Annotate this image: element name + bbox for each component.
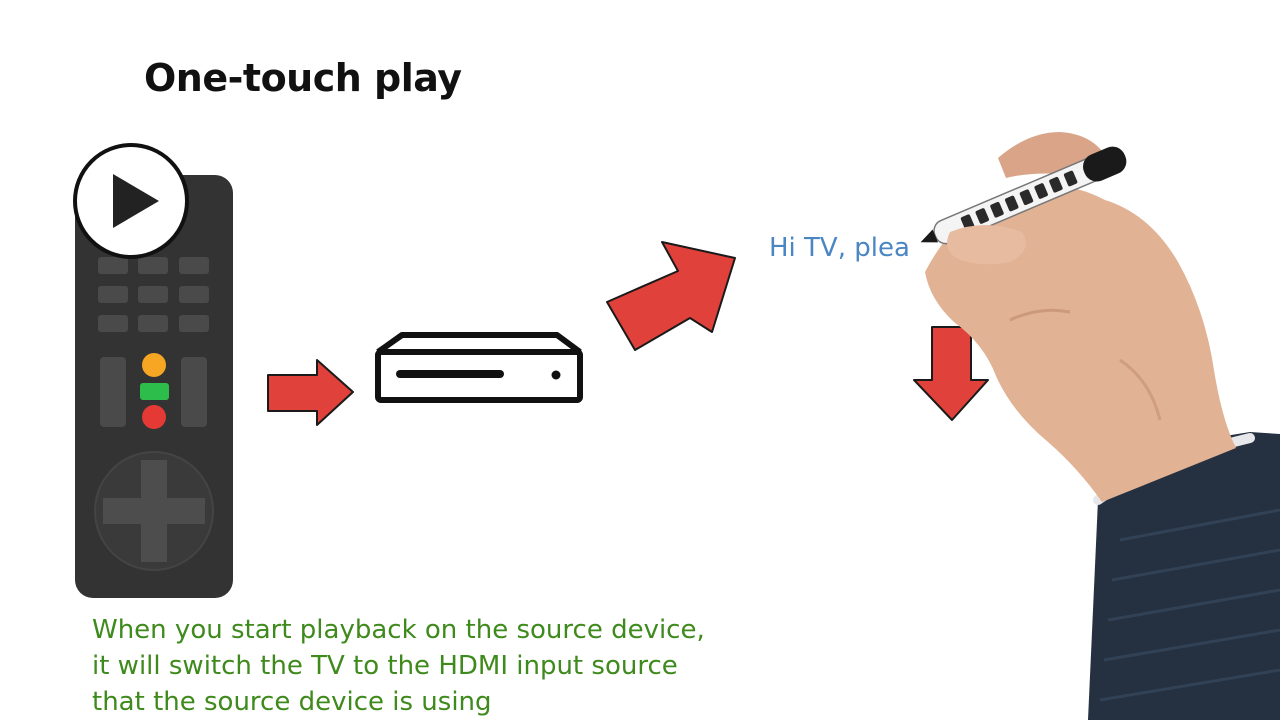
hand-palm <box>925 185 1236 502</box>
set-top-box-icon <box>375 332 583 403</box>
remote-left-rocker <box>100 357 126 427</box>
sweater-sleeve <box>1088 432 1280 720</box>
sleeve-knit-texture <box>1099 508 1280 702</box>
arrow-up-right-icon <box>606 241 736 351</box>
remote-right-rocker <box>181 357 207 427</box>
remote-red-button <box>142 405 166 429</box>
caption-line-2: it will switch the TV to the HDMI input … <box>92 651 678 681</box>
hand-thumb <box>947 225 1026 265</box>
caption-line-3: that the source device is using <box>92 687 492 717</box>
caption: When you start playback on the source de… <box>92 612 772 720</box>
diagram-title: One-touch play <box>144 56 462 100</box>
arrow-right-icon <box>267 359 354 426</box>
remote-control-icon <box>75 175 233 598</box>
marker-pen <box>920 146 1127 245</box>
remote-number-keys <box>98 257 209 332</box>
remote-green-button <box>140 383 169 400</box>
caption-line-1: When you start playback on the source de… <box>92 615 705 645</box>
remote-yellow-button <box>142 353 166 377</box>
hand-with-marker <box>920 132 1280 720</box>
play-icon <box>73 143 189 259</box>
speech-text: Hi TV, plea <box>769 233 910 263</box>
remote-dpad-cross <box>103 460 205 562</box>
